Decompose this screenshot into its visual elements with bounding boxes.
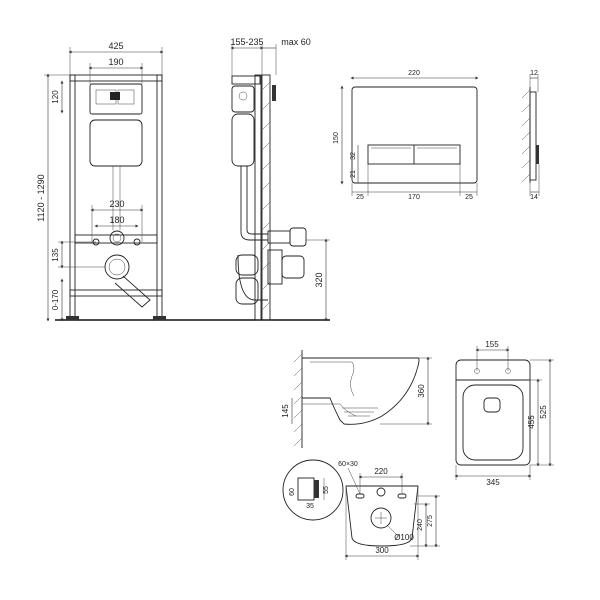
side-upright bbox=[254, 74, 262, 321]
side-valve-housing bbox=[231, 85, 255, 113]
frame-side-view: 155-235 max 60 320 bbox=[230, 37, 330, 322]
bowl-rear-outline bbox=[345, 485, 419, 547]
bowl-side-inner-rim bbox=[310, 361, 355, 397]
valve-knob bbox=[110, 92, 120, 100]
dim-frame-width: 425 bbox=[108, 41, 123, 51]
dim-button-height: 32 bbox=[350, 152, 357, 160]
frame-left-upright bbox=[69, 74, 76, 321]
side-flush-connector bbox=[267, 230, 291, 244]
dim-stud-spacing: 180 bbox=[109, 215, 124, 225]
drain-elbow bbox=[114, 275, 151, 308]
bowl-top-seat bbox=[462, 384, 524, 461]
dim-wall-max: max 60 bbox=[281, 37, 311, 47]
dim-plate-thickness-top: 12 bbox=[530, 70, 538, 77]
dim-detail-width: 35 bbox=[306, 503, 314, 510]
detail-circle-view: 60 35 55 bbox=[282, 459, 344, 521]
side-flush-adapter bbox=[289, 227, 307, 247]
frame-right-upright bbox=[156, 74, 163, 321]
frame-bottom-bar bbox=[69, 289, 163, 297]
dim-rear-slot: 60×30 bbox=[338, 461, 358, 468]
dim-rear-outlet-diameter: Ø100 bbox=[394, 533, 414, 542]
dim-depth-range: 155-235 bbox=[230, 37, 263, 47]
bowl-side-view: 360 145 bbox=[281, 350, 432, 448]
dim-bowl-length-total: 525 bbox=[539, 405, 548, 419]
dim-leg-range: 0-170 bbox=[51, 289, 60, 310]
stud-right bbox=[133, 238, 141, 246]
dim-bowl-height: 360 bbox=[417, 384, 426, 398]
dim-bowl-outlet-height: 145 bbox=[281, 404, 290, 418]
service-opening bbox=[89, 83, 143, 115]
dim-bowl-length-inner: 455 bbox=[527, 415, 536, 429]
dim-outlet-height: 320 bbox=[314, 272, 324, 287]
side-valve bbox=[238, 91, 248, 101]
dim-bowl-bolt-spacing: 155 bbox=[485, 340, 499, 349]
bowl-rear-inlet bbox=[376, 487, 386, 497]
dim-button-offset: 21 bbox=[350, 170, 357, 178]
dim-outlet-spacing: 230 bbox=[109, 199, 124, 209]
bowl-rear-slot-right bbox=[397, 493, 407, 499]
dim-plate-height: 150 bbox=[333, 132, 340, 144]
foot-left bbox=[66, 316, 79, 320]
plate-side-button bbox=[536, 145, 539, 164]
side-cistern bbox=[231, 113, 255, 167]
side-drain-adapter bbox=[281, 255, 305, 279]
dim-top-width: 190 bbox=[108, 57, 123, 67]
dim-button-width: 170 bbox=[408, 194, 420, 201]
dim-left-margin: 25 bbox=[356, 194, 364, 201]
drain-outlet-inner bbox=[108, 258, 126, 276]
drain-outlet bbox=[104, 254, 130, 280]
side-button-plate bbox=[272, 85, 276, 101]
bowl-rear-outlet bbox=[370, 507, 392, 529]
dim-rear-width: 300 bbox=[375, 546, 389, 555]
dim-drain-height: 135 bbox=[51, 248, 60, 262]
side-flush-pipe bbox=[240, 166, 268, 241]
detail-slot bbox=[297, 477, 315, 501]
flush-plate-side-view: 12 14 bbox=[521, 70, 540, 201]
wall-section bbox=[261, 74, 271, 321]
side-drain-trap bbox=[235, 277, 259, 305]
flush-plate-front-view: 220 150 32 21 25 170 25 bbox=[333, 70, 479, 201]
dim-rear-height-outer: 240 bbox=[417, 519, 424, 531]
bowl-rear-slot-left bbox=[355, 493, 365, 499]
cistern bbox=[89, 119, 143, 167]
dim-detail-height: 60 bbox=[289, 488, 296, 496]
flush-outlet-inner bbox=[112, 233, 122, 243]
frame-front-view: 425 190 120 1120 - 1290 230 180 135 0-17… bbox=[36, 41, 330, 322]
frame-crossbar bbox=[74, 234, 158, 244]
plate-side-profile bbox=[529, 91, 537, 181]
side-drain-socket bbox=[235, 254, 259, 276]
frame-top-bar bbox=[69, 74, 163, 82]
flush-outlet bbox=[109, 230, 125, 246]
foot-right bbox=[153, 316, 166, 320]
side-flush-pipe-inner bbox=[246, 166, 268, 235]
dim-rear-bolt-spacing: 220 bbox=[374, 467, 388, 476]
flush-plate bbox=[351, 86, 478, 184]
dim-right-margin: 25 bbox=[465, 194, 473, 201]
dim-height-range: 1120 - 1290 bbox=[36, 174, 46, 221]
bowl-top-view: 155 455 525 345 bbox=[454, 340, 554, 487]
dim-rear-height-inner: 275 bbox=[427, 515, 434, 527]
side-drain-bend bbox=[237, 254, 268, 301]
bowl-top-outline bbox=[455, 359, 531, 466]
side-top-bracket bbox=[231, 75, 261, 85]
valve-block-right bbox=[117, 89, 135, 105]
dim-plate-thickness-bottom: 14 bbox=[530, 194, 538, 201]
bowl-side-outlet bbox=[302, 403, 357, 417]
detail-insert bbox=[314, 480, 319, 498]
dim-top-height: 120 bbox=[51, 90, 60, 104]
bowl-side-outline bbox=[302, 357, 420, 425]
dim-bowl-width: 345 bbox=[486, 478, 500, 487]
bowl-top-hole bbox=[483, 397, 501, 413]
dim-plate-width: 220 bbox=[408, 70, 420, 77]
bowl-rear-view: 60×30 220 240 275 Ø100 300 bbox=[338, 461, 440, 560]
dim-detail-depth: 55 bbox=[323, 486, 330, 494]
detail-circle bbox=[282, 459, 344, 521]
